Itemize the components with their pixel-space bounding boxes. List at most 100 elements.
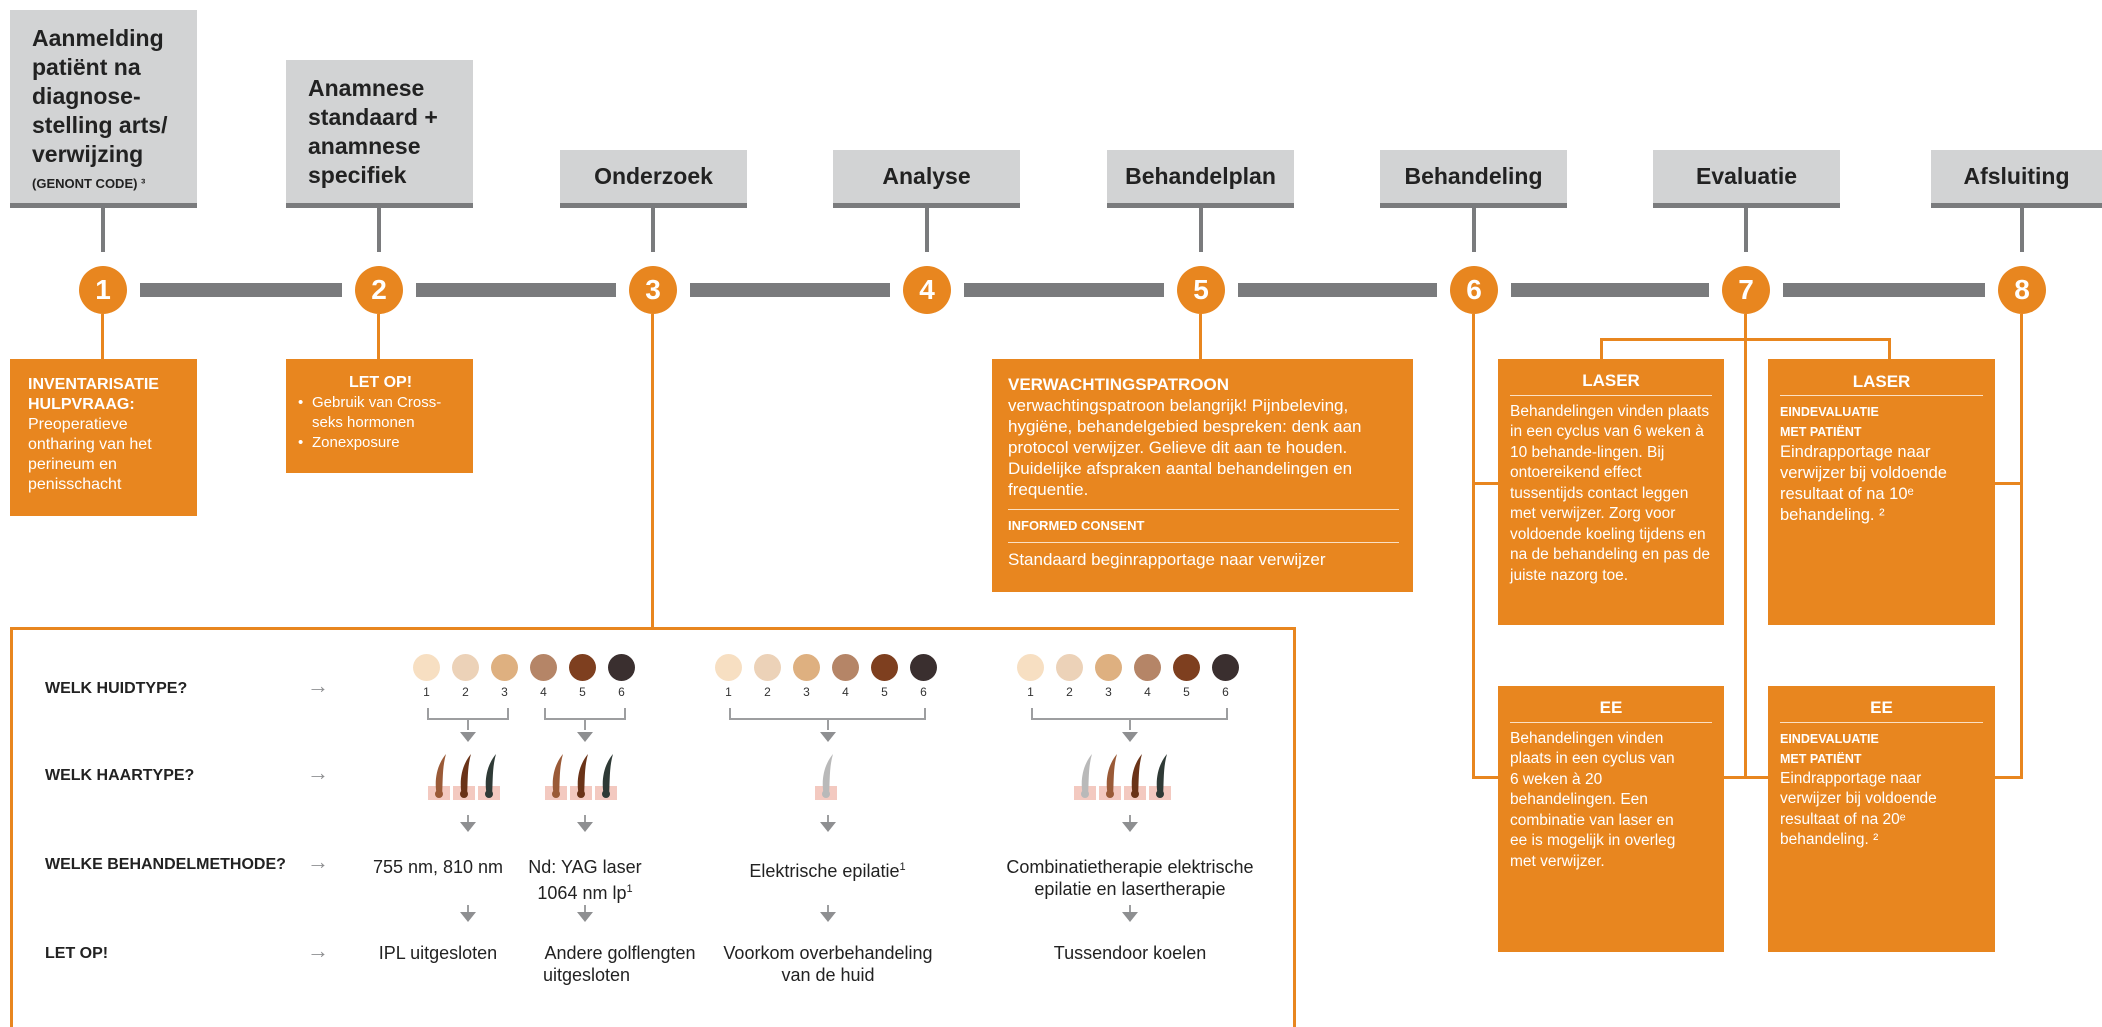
- skin-type-number: 4: [540, 685, 547, 699]
- skin-type-dot-3: [491, 654, 518, 681]
- letop-golflengten-line1: Andere golflengten: [544, 943, 696, 963]
- skin-type-number: 2: [462, 685, 469, 699]
- orange-connector-3: [651, 314, 654, 627]
- method-ndyag: Nd: YAG laser 1064 nm lp1: [525, 856, 645, 904]
- let-op-item-2-row: • Zonexposure: [298, 433, 463, 453]
- orange-connector-2: [377, 314, 380, 359]
- orange-link-6-ee: [1472, 776, 1498, 779]
- row-label-haartype: WELK HAARTYPE?: [45, 767, 195, 784]
- step-number-1: 1: [95, 274, 111, 305]
- arrow-stem: [584, 905, 586, 914]
- skin-type-number: 3: [803, 685, 810, 699]
- box-verwachtingspatroon-text: verwachtingspatroon belangrijk! Pijnbele…: [1008, 396, 1362, 499]
- box-laser-behandeling-title: LASER: [1510, 371, 1712, 396]
- connector-4: [925, 208, 929, 252]
- bracket-3: [729, 708, 926, 720]
- orange-branch-7-right: [1888, 338, 1891, 359]
- arrow-stem: [467, 905, 469, 914]
- step-number-2: 2: [371, 274, 387, 305]
- step-circle-3: 3: [629, 266, 677, 314]
- step-title-2-line-1: Anamnese: [308, 75, 425, 101]
- arrow-stem: [467, 815, 469, 824]
- arrow-down-icon: [1122, 912, 1138, 922]
- box-laser-behandeling: LASER Behandelingen vinden plaats in een…: [1498, 359, 1724, 625]
- arrow-right-icon: →: [307, 849, 329, 874]
- connector-2: [377, 208, 381, 252]
- box-ee-afsluiting-title: EE: [1780, 698, 1983, 723]
- step-circle-4: 4: [903, 266, 951, 314]
- timeline-bar-3: [690, 283, 890, 297]
- method-elektrische-epilatie: Elektrische epilatie: [749, 861, 900, 881]
- step-header-6: Behandeling: [1380, 150, 1567, 208]
- timeline-bar-6: [1511, 283, 1709, 297]
- skin-type-number: 1: [423, 685, 430, 699]
- connector-8: [2020, 208, 2024, 252]
- orange-connector-5: [1199, 314, 1202, 359]
- arrow-down-icon: [460, 822, 476, 832]
- box-let-op: LET OP! •Gebruik van Cross-seks hormonen…: [286, 359, 473, 473]
- timeline-bar-5: [1238, 283, 1437, 297]
- arrow-down-icon: [1122, 822, 1138, 832]
- method-combinatie: Combinatietherapie elektrische epilatie …: [990, 856, 1270, 900]
- skin-type-number: 5: [1183, 685, 1190, 699]
- footnote-ref: 1: [626, 883, 633, 895]
- box-inventarisatie-title: INVENTARISATIE HULPVRAAG:: [28, 376, 159, 413]
- hair-group-4: [1074, 752, 1171, 800]
- arrow-down-icon: [577, 822, 593, 832]
- arrow-stem: [584, 815, 586, 824]
- hair-group-3: [815, 752, 837, 800]
- let-op-item-2: Zonexposure: [312, 434, 400, 451]
- letop-overbehandeling-line1: Voorkom overbehandeling: [723, 943, 933, 963]
- skin-type-number: 5: [881, 685, 888, 699]
- skin-type-dot-2: [452, 654, 479, 681]
- hair-brown-icon: [545, 754, 567, 800]
- method-combinatie-line1: Combinatietherapie elektrische: [1006, 857, 1254, 877]
- step-number-5: 5: [1193, 274, 1209, 305]
- skin-type-dot-5: [1173, 654, 1200, 681]
- skin-type-number: 4: [1144, 685, 1151, 699]
- box-laser-behandeling-text: Behandelingen vinden plaats in een cyclu…: [1510, 402, 1710, 584]
- skin-type-number: 3: [1105, 685, 1112, 699]
- skin-type-dot-1: [1017, 654, 1044, 681]
- orange-branch-7: [1600, 338, 1891, 341]
- box-ee-afsluiting: EE EINDEVALUATIE MET PATIËNT Eindrapport…: [1768, 686, 1995, 952]
- bracket-1: [427, 708, 509, 720]
- arrow-right-icon: →: [307, 760, 329, 785]
- step-circle-6: 6: [1450, 266, 1498, 314]
- box-ee-afsluiting-subtitle: EINDEVALUATIE MET PATIËNT: [1780, 731, 1879, 766]
- skin-type-dot-1: [715, 654, 742, 681]
- step-title-4: Analyse: [882, 163, 971, 189]
- onderzoek-panel: [10, 627, 1296, 1027]
- arrow-stem: [827, 815, 829, 824]
- let-op-item-1: Gebruik van Cross-seks hormonen: [312, 394, 442, 431]
- step-circle-2: 2: [355, 266, 403, 314]
- step-header-2: Anamnese standaard + anamnese specifiek: [286, 60, 473, 208]
- orange-link-7-ee-right: [1744, 776, 1768, 779]
- step-title-2-line-4: specifiek: [308, 162, 407, 188]
- skin-type-dot-3: [1095, 654, 1122, 681]
- step-title-1-line-3: diagnose-: [32, 83, 141, 109]
- step-title-5: Behandelplan: [1125, 163, 1276, 189]
- bracket-4: [1031, 708, 1228, 720]
- orange-connector-1: [101, 314, 104, 359]
- skin-type-number: 6: [920, 685, 927, 699]
- box-inventarisatie: INVENTARISATIE HULPVRAAG: Preoperatieve …: [10, 359, 197, 516]
- hair-light-icon: [1074, 754, 1096, 800]
- skin-type-dot-3: [793, 654, 820, 681]
- method-ndyag-line1: Nd: YAG laser: [528, 857, 642, 877]
- arrow-stem: [1129, 815, 1131, 824]
- footnote-ref: 1: [899, 861, 906, 873]
- arrow-down-icon: [460, 732, 476, 742]
- step-number-3: 3: [645, 274, 661, 305]
- box-inventarisatie-text: Preoperatieve ontharing van het perineum…: [28, 416, 152, 493]
- bullet-icon: •: [298, 434, 304, 451]
- orange-link-6-laser: [1472, 482, 1498, 485]
- skin-type-dot-6: [608, 654, 635, 681]
- method-755-810: 755 nm, 810 nm: [372, 857, 504, 877]
- skin-type-number: 3: [501, 685, 508, 699]
- letop-overbehandeling-line2: van de huid: [781, 965, 875, 985]
- letop-koelen: Tussendoor koelen: [1053, 943, 1207, 963]
- arrow-down-icon: [820, 732, 836, 742]
- box-laser-afsluiting-text: Eindrapportage naar verwijzer bij voldoe…: [1780, 443, 1947, 524]
- arrow-stem: [827, 720, 829, 730]
